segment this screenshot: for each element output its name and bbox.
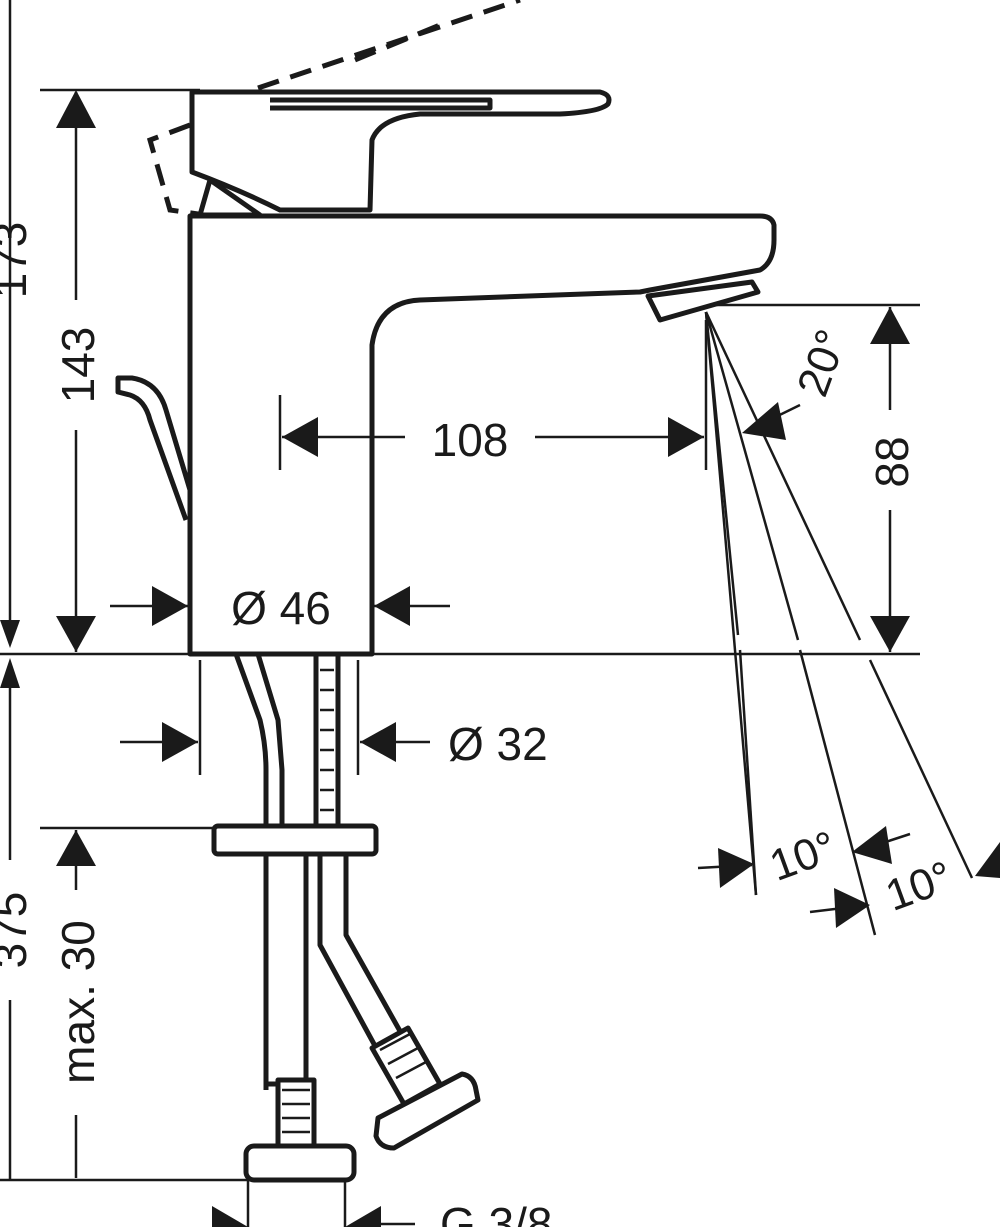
dim-below-arrow-top	[0, 658, 20, 688]
label-shank-diameter: Ø 32	[448, 718, 548, 770]
spray-20-arrow	[742, 402, 786, 440]
dimension-labels: 173 143 108 88 Ø 46 Ø 32 375 max. 30 G 3…	[0, 222, 959, 1227]
label-below-deck: 375	[0, 892, 36, 969]
dim-body-arrow-bottom	[56, 616, 96, 652]
hose-hot-ferrule	[379, 1032, 427, 1080]
dim-total-arrow-bottom	[0, 620, 20, 648]
spray-10-right-arrow	[834, 888, 870, 928]
threaded-shank	[313, 651, 341, 832]
hose-cold-ferrule	[282, 1088, 310, 1134]
faucet-outline	[0, 0, 920, 1183]
dim-body-dia-arrow-right	[374, 586, 410, 626]
popup-rod	[115, 375, 193, 521]
spray-line-2-lower	[798, 649, 877, 936]
hose-cold	[263, 851, 309, 1087]
spray-line-1-lower	[738, 649, 758, 896]
threaded-shank-teeth	[320, 668, 334, 812]
label-reach: 108	[432, 414, 509, 466]
spray-angle-lines	[697, 311, 1000, 936]
label-max-deck: max. 30	[52, 920, 104, 1084]
aerator	[645, 279, 761, 323]
spray-10-far-arrow	[975, 842, 1000, 878]
spray-line-3	[704, 311, 862, 641]
shank-assembly	[211, 651, 481, 1183]
label-spout-height: 88	[866, 436, 918, 487]
label-connection: G 3/8	[440, 1198, 553, 1227]
dim-body-arrow-top	[56, 90, 96, 128]
lever-handle	[189, 89, 612, 213]
spray-10-left-arrow	[718, 848, 754, 888]
hose-hot	[317, 851, 408, 1058]
label-spray-20: 20°	[788, 323, 857, 402]
dim-shank-arrow-right	[360, 722, 396, 762]
label-spray-10-left: 10°	[763, 822, 842, 891]
dim-spout-arrow-top	[870, 307, 910, 344]
faucet-body	[187, 213, 777, 657]
dim-body-dia-arrow-left	[152, 586, 188, 626]
lever-open-position-dashed	[146, 0, 521, 218]
spray-line-1	[704, 311, 740, 636]
dim-spout-arrow-bottom	[870, 616, 910, 652]
dim-shank-arrow-left	[162, 722, 198, 762]
spray-line-3-lower	[868, 659, 974, 879]
label-body-diameter: Ø 46	[231, 582, 331, 634]
dim-reach-arrow-left	[282, 417, 318, 457]
dim-connection-arrow-right	[345, 1206, 381, 1227]
hose-cold-nut	[243, 1143, 357, 1183]
dim-reach-arrow-right	[668, 417, 704, 457]
mounting-nut	[211, 823, 379, 857]
dim-deck-arrow-top	[56, 830, 96, 866]
dim-connection-arrow-left	[212, 1206, 248, 1227]
spray-10-mid-arrow	[852, 826, 892, 864]
spray-line-2	[704, 311, 800, 641]
label-total-height: 173	[0, 222, 36, 299]
spray-line-vertical	[704, 311, 758, 896]
label-body-height: 143	[52, 327, 104, 404]
lever-detail	[270, 97, 493, 111]
hose-hot-nut	[373, 1071, 481, 1151]
